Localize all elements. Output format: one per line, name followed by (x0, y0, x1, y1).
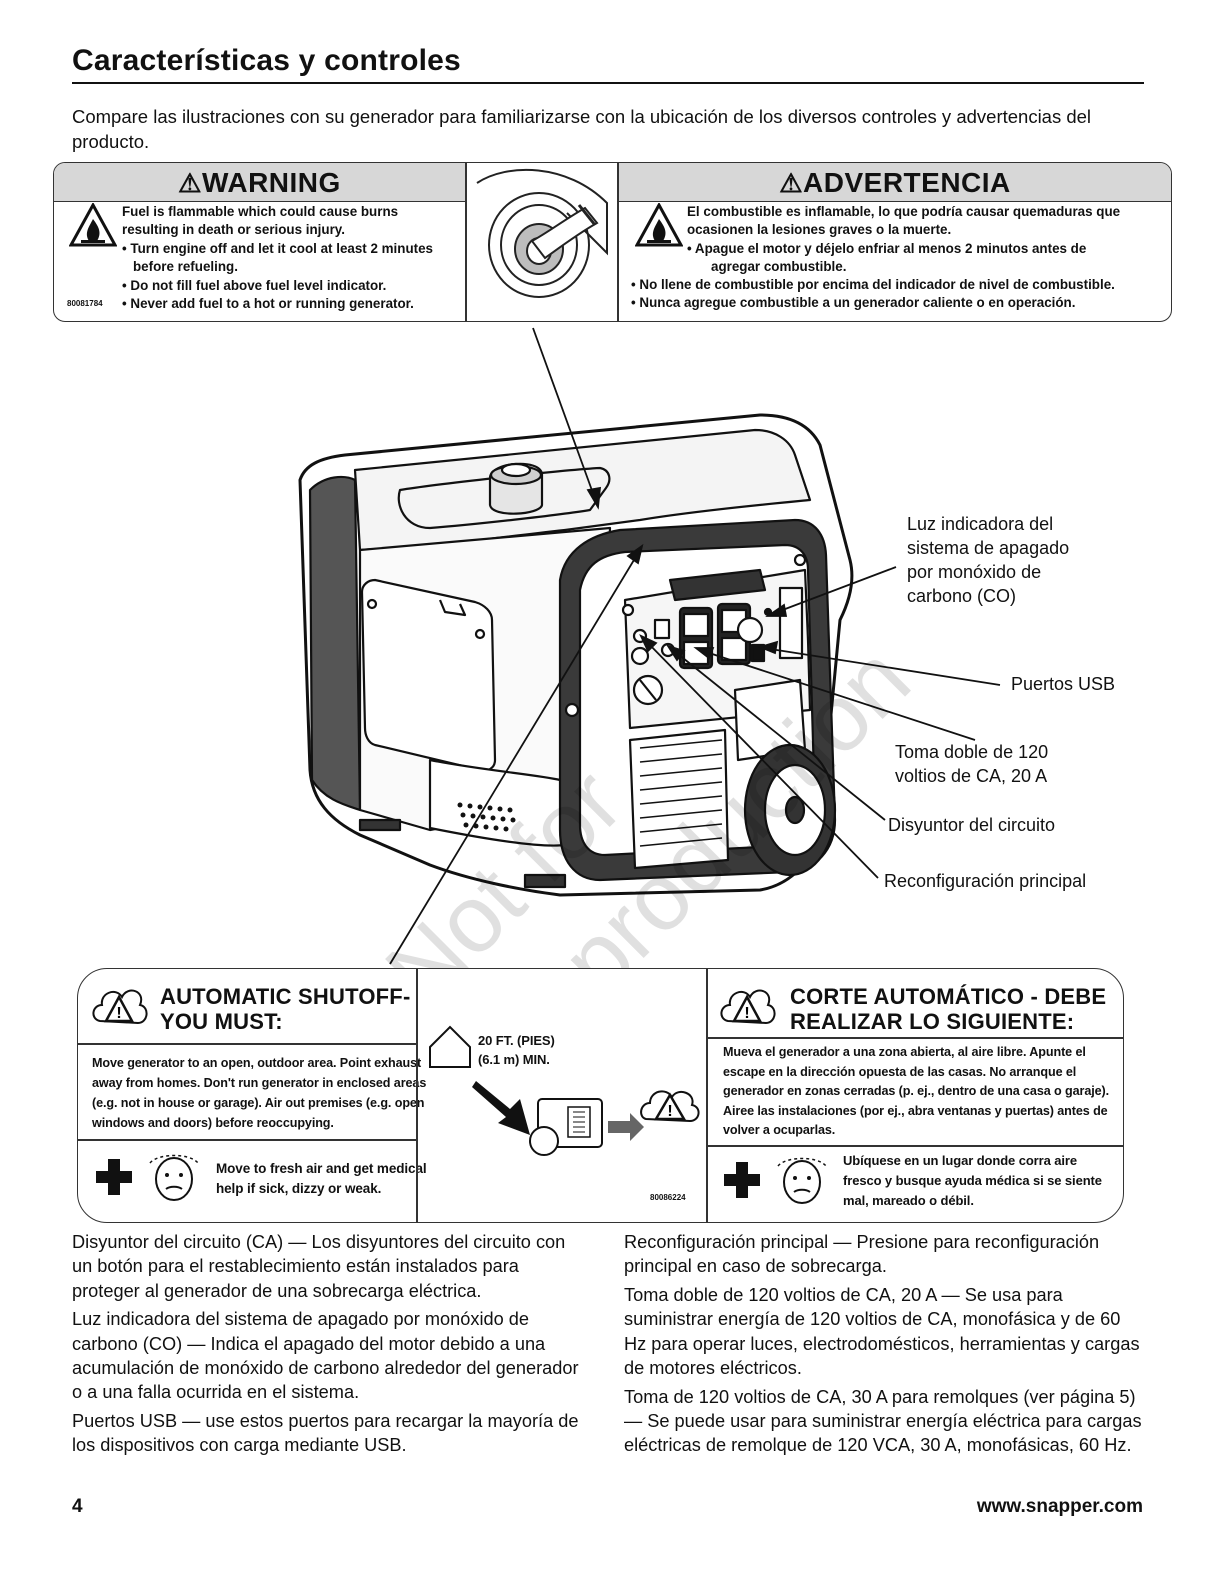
descriptions-left-column: Disyuntor del circuito (CA) — Los disyun… (72, 1230, 582, 1462)
dizzy-face-icon (777, 1157, 827, 1204)
desc-rv-outlet: Toma de 120 voltios de CA, 30 A para rem… (624, 1386, 1142, 1456)
callout-circuit-breaker: Disyuntor del circuito (888, 815, 1056, 835)
co-hazard-cloud-icon: ! (720, 989, 776, 1025)
distance-label: 20 FT. (PIES) (6.1 m) MIN. (478, 1033, 555, 1067)
fuel-cap-illustration (467, 163, 617, 321)
svg-text:!: ! (667, 1103, 672, 1120)
warning-text-spanish-top: El combustible es inflamable, lo que pod… (687, 204, 1121, 275)
co-aid-spanish: Ubíquese en un lugar donde corra aire fr… (843, 1153, 1102, 1208)
warning-panel-english: ⚠WARNING Fuel is flammable which could c… (54, 163, 465, 321)
co-instructions-english: Move generator to an open, outdoor area.… (92, 1056, 427, 1130)
fuel-warning-label: ⚠WARNING Fuel is flammable which could c… (53, 162, 1172, 322)
co-instructions-spanish: Mueva el generador a una zona abierta, a… (723, 1045, 1110, 1137)
callout-duplex-outlet: Toma doble de 120 voltios de CA, 20 A (895, 742, 1049, 786)
warning-triangle-icon: ⚠ (779, 168, 804, 198)
intro-paragraph: Compare las ilustraciones con su generad… (72, 106, 1092, 152)
leader-co-label (389, 549, 641, 965)
first-aid-cross-icon (96, 1159, 132, 1195)
callout-co-indicator-light: Luz indicadora del sistema de apagado po… (907, 514, 1070, 606)
first-aid-cross-icon (724, 1162, 760, 1198)
desc-circuit-breaker: Disyuntor del circuito (CA) — Los disyun… (72, 1232, 566, 1301)
co-title-english: AUTOMATIC SHUTOFF- YOU MUST: (160, 984, 411, 1034)
fire-hazard-icon (635, 203, 683, 247)
warning-header: ⚠WARNING (54, 163, 465, 202)
co-part-number: 80086224 (650, 1193, 686, 1202)
dizzy-face-icon (149, 1154, 199, 1201)
co-aid-english: Move to fresh air and get medical help i… (216, 1161, 427, 1196)
distance-diagram: ! (429, 1025, 700, 1156)
warning-text-spanish-bottom: • No llene de combustible por encima del… (631, 277, 1115, 311)
descriptions-right-column: Reconfiguración principal — Presione par… (624, 1230, 1144, 1462)
warning-triangle-icon: ⚠ (178, 168, 202, 198)
co-hazard-cloud-icon: ! (92, 989, 148, 1025)
warning-text-english: Fuel is flammable which could cause burn… (122, 204, 433, 312)
warning-part-number: 80081784 (67, 299, 103, 308)
leader-fuel-warning (532, 327, 599, 508)
svg-text:!: ! (744, 1005, 749, 1022)
advertencia-header: ⚠ADVERTENCIA (619, 163, 1171, 202)
fire-hazard-icon (69, 203, 117, 247)
desc-main-reset: Reconfiguración principal — Presione par… (624, 1232, 1100, 1277)
callout-main-reset: Reconfiguración principal (884, 871, 1087, 891)
co-title-spanish: CORTE AUTOMÁTICO - DEBE REALIZAR LO SIGU… (790, 984, 1107, 1034)
page-title: Características y controles (72, 44, 461, 77)
desc-usb-ports: Puertos USB — use estos puertos para rec… (72, 1411, 579, 1456)
page-title-bar: Características y controles (72, 42, 1144, 84)
website-link[interactable]: www.snapper.com (976, 1496, 1143, 1517)
callout-usb-ports: Puertos USB (1011, 674, 1116, 694)
desc-co-light: Luz indicadora del sistema de apagado po… (72, 1309, 579, 1403)
page-number: 4 (72, 1496, 83, 1517)
co-shutoff-label: ! AUTOMATIC SHUTOFF- YOU MUST: Move gene… (77, 968, 1124, 1223)
desc-duplex-outlet: Toma doble de 120 voltios de CA, 20 A — … (624, 1285, 1140, 1378)
svg-text:!: ! (116, 1005, 121, 1022)
warning-panel-spanish: ⚠ADVERTENCIA El combustible es inflamabl… (619, 163, 1171, 321)
